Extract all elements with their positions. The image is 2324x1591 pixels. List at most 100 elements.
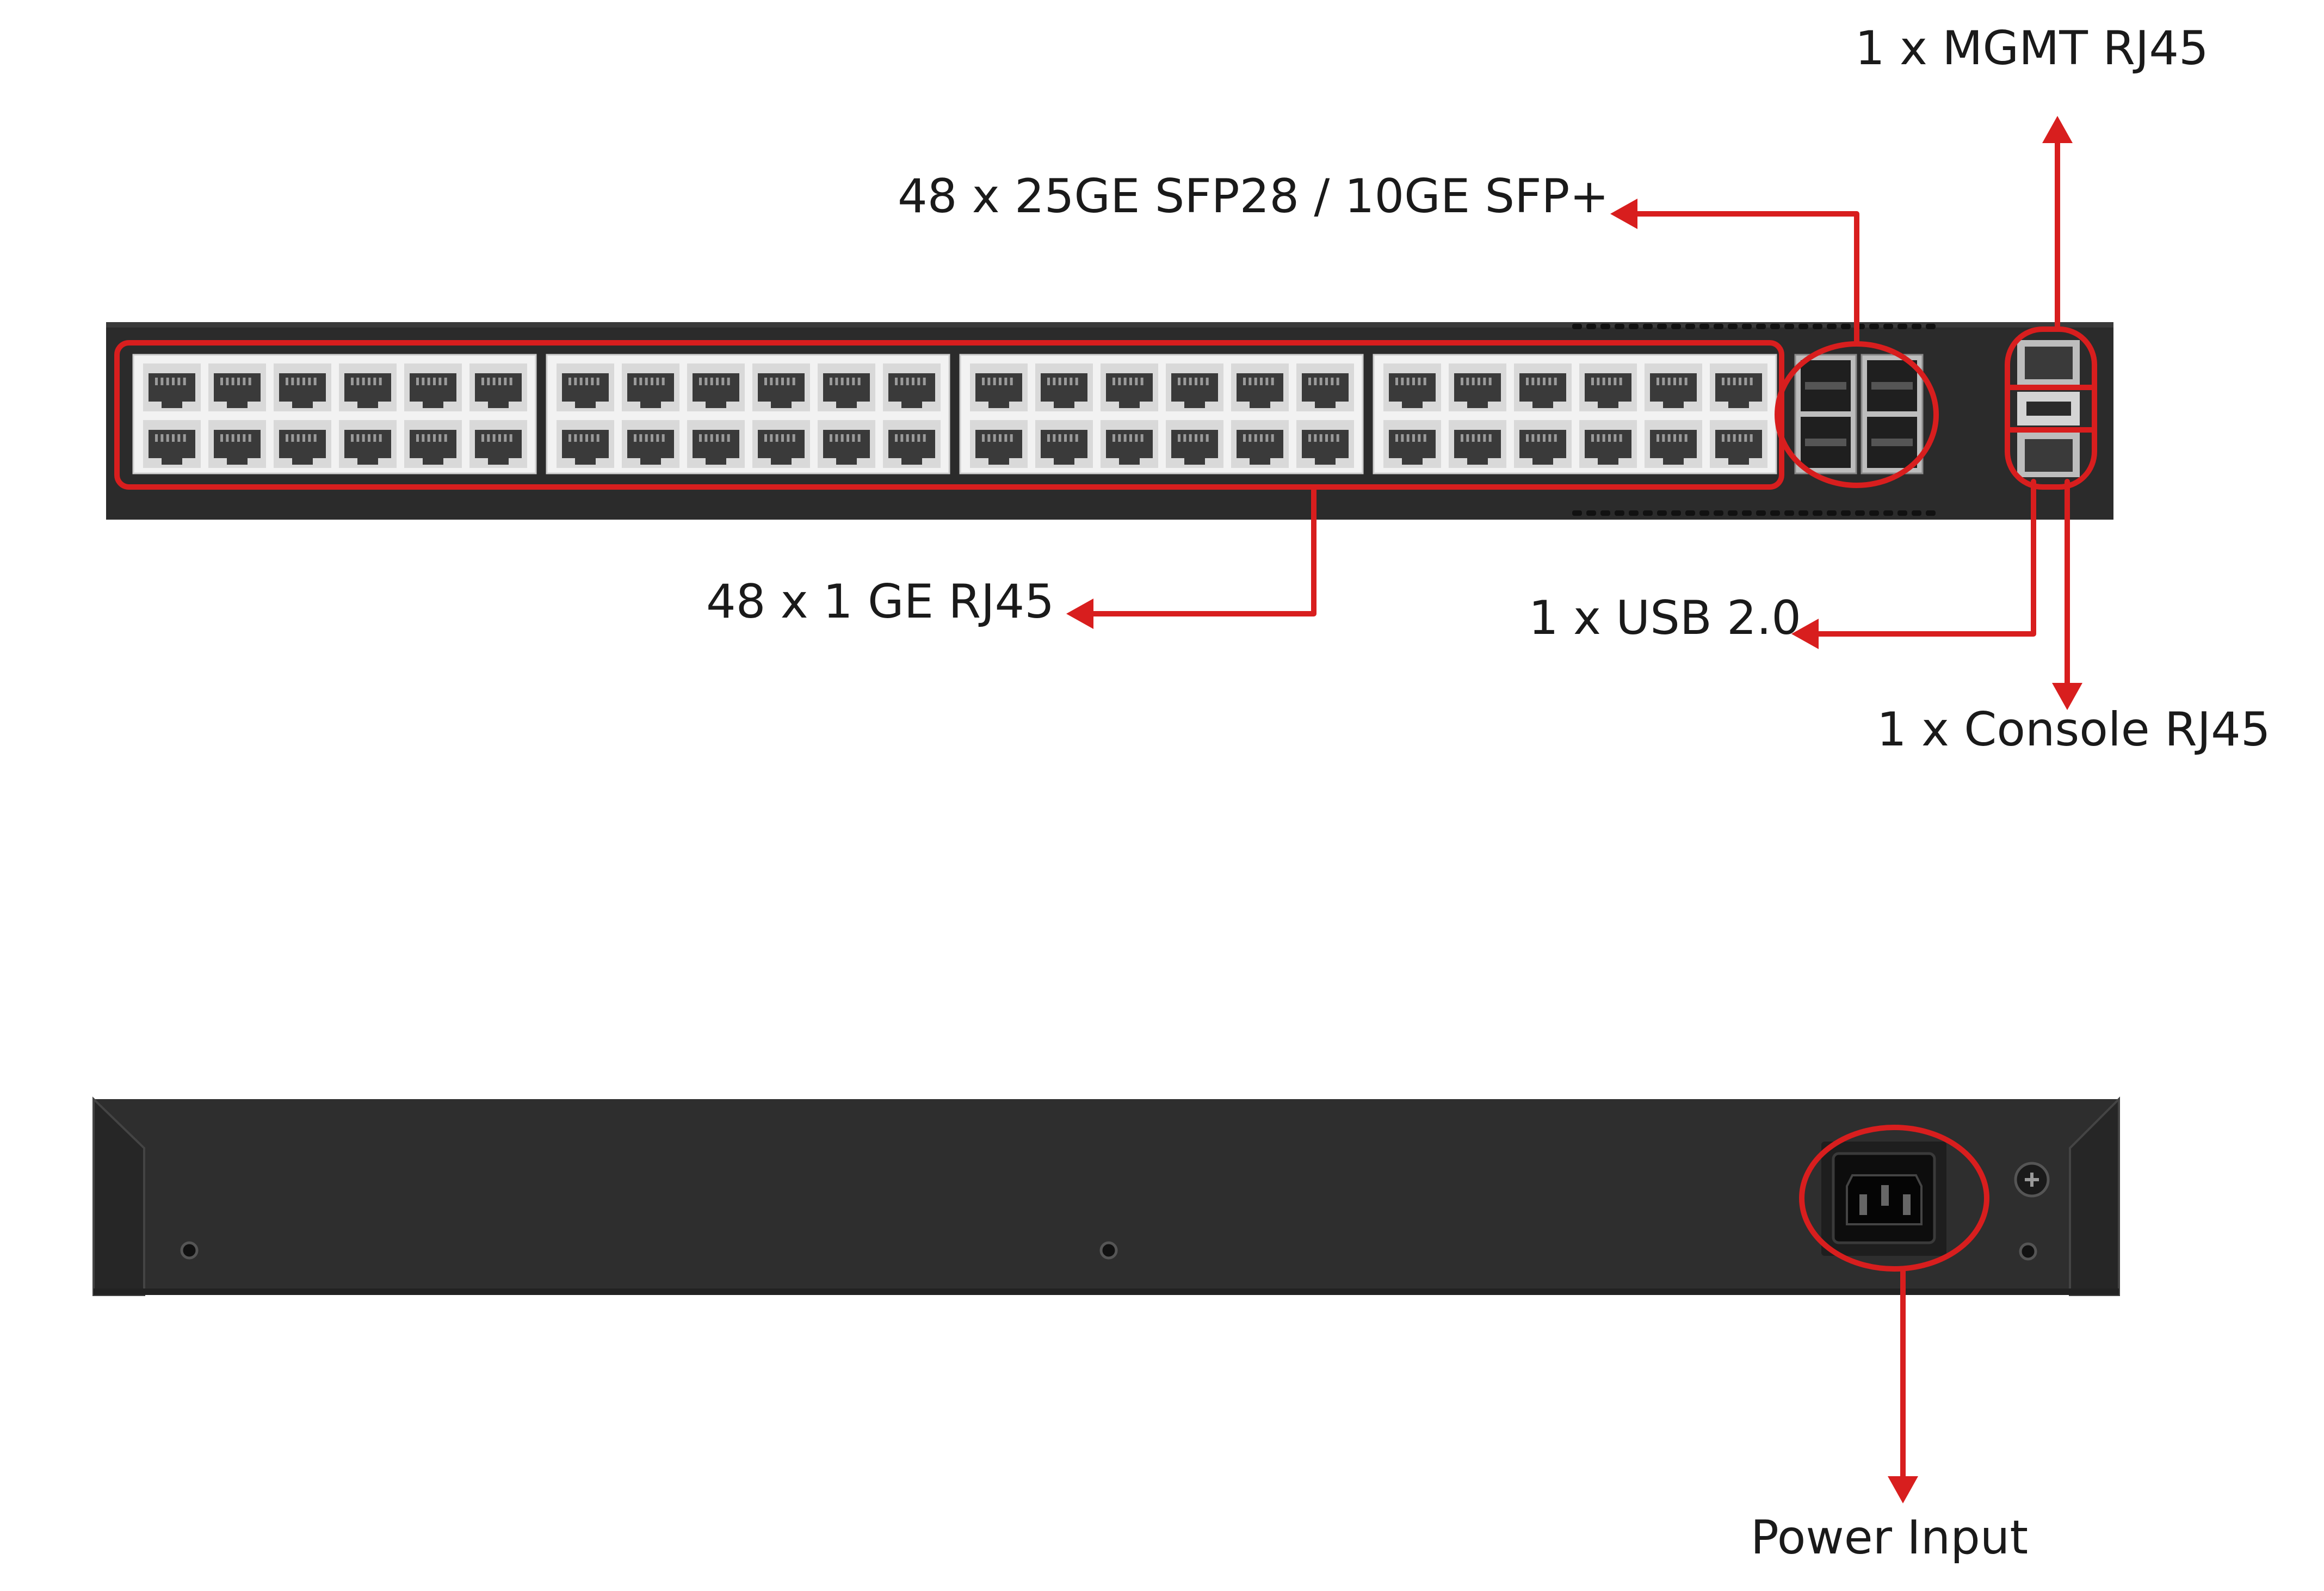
rj45-contact (1319, 434, 1322, 442)
rj45-contact (504, 378, 507, 385)
vent-slot (1784, 324, 1794, 329)
rj45-contact (1673, 378, 1676, 385)
rj45-port (1514, 363, 1572, 411)
rj45-contact (830, 378, 832, 385)
rj45-contact (999, 378, 1002, 385)
rj45-port (469, 420, 527, 468)
rj45-contact (498, 378, 501, 385)
rj45-contact (1195, 434, 1197, 442)
rj45-contact (498, 434, 501, 442)
rj45-contact (1537, 378, 1540, 385)
rj45-contact (1472, 434, 1475, 442)
rj45-contact (373, 434, 376, 442)
vent-slot (1699, 324, 1709, 329)
rj45-contact (487, 378, 490, 385)
rj45-contact (835, 378, 838, 385)
rj45-port (622, 420, 679, 468)
rj45-contact (1053, 434, 1056, 442)
rj45-contact (1750, 434, 1753, 442)
rj45-contact (1183, 378, 1186, 385)
vent-slot (1798, 324, 1808, 329)
rj45-contact (1543, 434, 1546, 442)
rj45-port (1710, 420, 1767, 468)
rj45-contact (568, 434, 571, 442)
sfp-port-latch (1871, 439, 1913, 446)
rj45-contact (1667, 378, 1671, 385)
rj45-contact (710, 378, 713, 385)
rj45-port (143, 420, 201, 468)
vent-slot (1629, 324, 1639, 329)
ground-screw-icon (2014, 1162, 2050, 1198)
rj45-contact (1243, 434, 1246, 442)
rj45-contact (1064, 434, 1067, 442)
rj45-contact (1657, 434, 1659, 442)
rj45-contact (438, 434, 442, 442)
screw-icon (1099, 1241, 1118, 1260)
sfp-port-latch (1805, 439, 1846, 446)
rj45-contact (379, 434, 382, 442)
rj45-contact (993, 378, 996, 385)
front-chassis-top-edge (106, 322, 2113, 328)
rj45-port (1166, 420, 1223, 468)
rj45-contact (1548, 378, 1552, 385)
rj45-contact (634, 378, 636, 385)
rj45-contact (917, 378, 920, 385)
arrow-head-icon (1610, 199, 1637, 229)
rj45-contact (1314, 378, 1317, 385)
rj45-contact (792, 434, 795, 442)
rj45-contact (1488, 434, 1492, 442)
rj45-contact (727, 434, 730, 442)
rj45-contact (857, 434, 861, 442)
rj45-contact (1548, 434, 1552, 442)
rj45-contact (308, 378, 311, 385)
rj45-contact (1412, 378, 1415, 385)
rj45-port (883, 363, 941, 411)
vent-slot (1657, 324, 1667, 329)
rj45-contact (716, 434, 719, 442)
rj45-contact (1336, 378, 1339, 385)
rj45-contact (1254, 434, 1257, 442)
rj45-contact (308, 434, 311, 442)
rj45-contact (433, 378, 436, 385)
rj45-contact (1526, 378, 1529, 385)
arrow-head-icon (1888, 1476, 1918, 1503)
screw-icon (2019, 1242, 2037, 1261)
rj45-contact (248, 434, 251, 442)
rj45-contact (787, 378, 790, 385)
rj45-contact (716, 378, 719, 385)
mgmt-label: 1 x MGMT RJ45 (1855, 21, 2209, 76)
rj45-contact (710, 434, 713, 442)
vent-slot (1855, 510, 1865, 516)
rj45-contact (1118, 378, 1121, 385)
front-panel (106, 322, 2113, 520)
rj45-contact (574, 378, 577, 385)
rj45-contact (1070, 378, 1073, 385)
rj45-port (1449, 420, 1506, 468)
rj45-contact (982, 434, 985, 442)
rj45-contact (302, 378, 305, 385)
rj45-contact (1744, 434, 1747, 442)
rj45-port (818, 363, 875, 411)
rj45-contact (379, 378, 382, 385)
arrow-heads (1066, 116, 2082, 1503)
rj45-port (1101, 420, 1158, 468)
rj45-contact (160, 378, 164, 385)
rj45-contact (651, 378, 653, 385)
rj45-port-blocks (132, 354, 1777, 474)
rj45-contact (1129, 434, 1132, 442)
rear-chassis (94, 1099, 2119, 1295)
rj45-contact (770, 434, 773, 442)
rj45-contact (1679, 434, 1682, 442)
vent-slot (1685, 324, 1695, 329)
vent-slot (1883, 510, 1893, 516)
rj45-contact (492, 378, 496, 385)
rj45-contact (1602, 378, 1605, 385)
vent-slot (1685, 510, 1695, 516)
rj45-contact (155, 434, 158, 442)
rj45-contact (1614, 378, 1617, 385)
arrow-head-icon (2052, 683, 2082, 710)
rj45-contact (1554, 434, 1557, 442)
rj45-contact (433, 434, 436, 442)
rj45-contact (1112, 378, 1115, 385)
rj45-contact (917, 434, 920, 442)
